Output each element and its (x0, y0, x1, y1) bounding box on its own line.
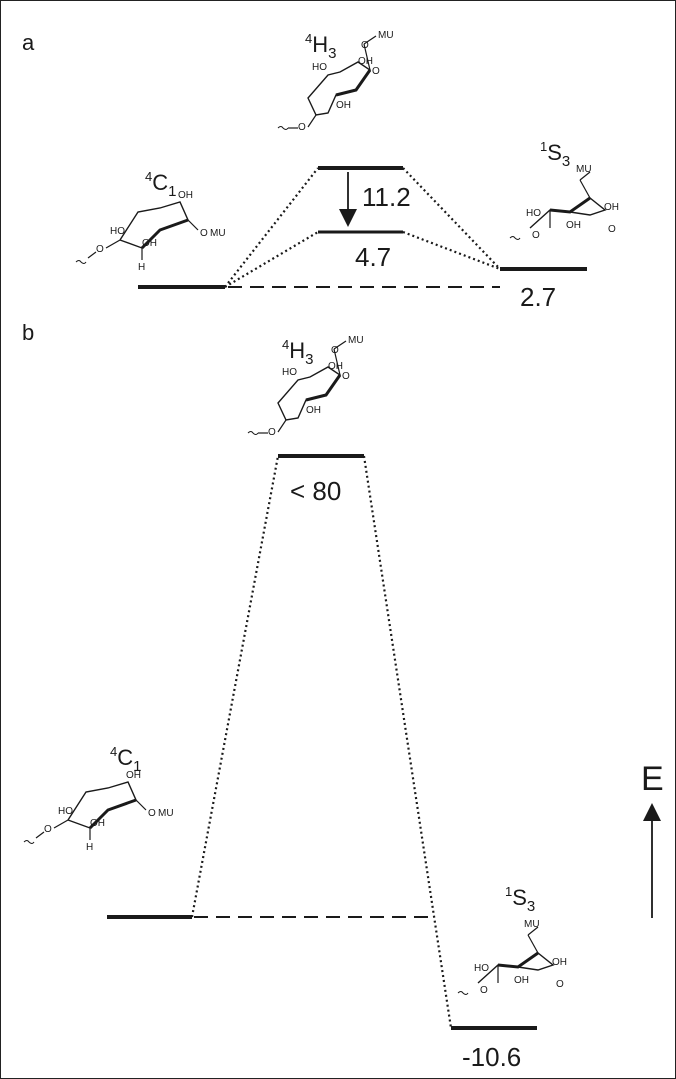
panel-a-h3-label: 4H3 (305, 31, 336, 62)
svg-text:O: O (342, 371, 350, 382)
panel-b-h3-label: 4H3 (282, 337, 313, 368)
svg-text:OH: OH (178, 190, 193, 201)
panel-a-c1-molecule: OH O MU HO OH O H (75, 190, 226, 273)
svg-text:O: O (532, 230, 540, 241)
svg-text:OH: OH (552, 957, 567, 968)
svg-text:OH: OH (566, 220, 581, 231)
panel-b-c1-molecule: OH O MU HO OH O H (23, 770, 174, 853)
svg-text:MU: MU (210, 228, 226, 239)
svg-text:HO: HO (312, 62, 327, 73)
svg-text:OH: OH (604, 202, 619, 213)
panel-b-label: b (22, 320, 34, 345)
svg-text:OH: OH (358, 56, 373, 67)
panel-a-h3-molecule: O MU OH O HO OH O (277, 30, 394, 133)
panel-b-connectors (190, 455, 453, 1029)
svg-text:O: O (361, 40, 369, 51)
svg-text:O: O (148, 808, 156, 819)
svg-text:MU: MU (378, 30, 394, 41)
svg-text:OH: OH (126, 770, 141, 781)
svg-text:H: H (138, 262, 145, 273)
panel-b-s3-label: 1S3 (505, 884, 535, 915)
svg-text:O: O (372, 66, 380, 77)
svg-text:H: H (86, 842, 93, 853)
svg-text:OH: OH (306, 405, 321, 416)
svg-text:HO: HO (474, 963, 489, 974)
svg-text:O: O (298, 122, 306, 133)
panel-b-c1-label: 4C1 (110, 744, 141, 775)
svg-text:MU: MU (576, 164, 592, 175)
panel-b-s3-molecule: MU OH O HO OH O (457, 919, 567, 996)
panel-a-value-h3-high: 11.2 (362, 182, 411, 212)
svg-text:MU: MU (524, 919, 540, 930)
svg-text:MU: MU (348, 335, 364, 346)
svg-text:O: O (556, 979, 564, 990)
svg-text:OH: OH (90, 818, 105, 829)
panel-a-s3-molecule: MU OH O HO OH O (509, 164, 619, 241)
svg-text:O: O (268, 427, 276, 438)
panel-a-value-h3-low: 4.7 (355, 242, 391, 272)
svg-text:O: O (608, 224, 616, 235)
svg-text:OH: OH (142, 238, 157, 249)
svg-text:HO: HO (58, 806, 73, 817)
svg-text:MU: MU (158, 808, 174, 819)
panel-a-connectors (224, 167, 501, 288)
panel-a-s3-label: 1S3 (540, 139, 570, 170)
svg-text:O: O (44, 824, 52, 835)
svg-text:O: O (331, 345, 339, 356)
panel-a-label: a (22, 30, 35, 55)
svg-text:O: O (200, 228, 208, 239)
svg-text:O: O (480, 985, 488, 996)
energy-axis-label: E (641, 760, 664, 798)
panel-a-c1-label: 4C1 (145, 169, 176, 200)
svg-text:O: O (96, 244, 104, 255)
panel-a-value-s3: 2.7 (520, 282, 556, 312)
svg-text:OH: OH (336, 100, 351, 111)
panel-b-h3-molecule: O MU OH O HO OH O (247, 335, 364, 438)
svg-text:HO: HO (282, 367, 297, 378)
svg-text:OH: OH (514, 975, 529, 986)
svg-text:OH: OH (328, 361, 343, 372)
svg-text:HO: HO (110, 226, 125, 237)
svg-text:HO: HO (526, 208, 541, 219)
panel-b-value-s3: -10.6 (462, 1042, 521, 1072)
panel-b-value-h3: < 80 (290, 476, 341, 506)
